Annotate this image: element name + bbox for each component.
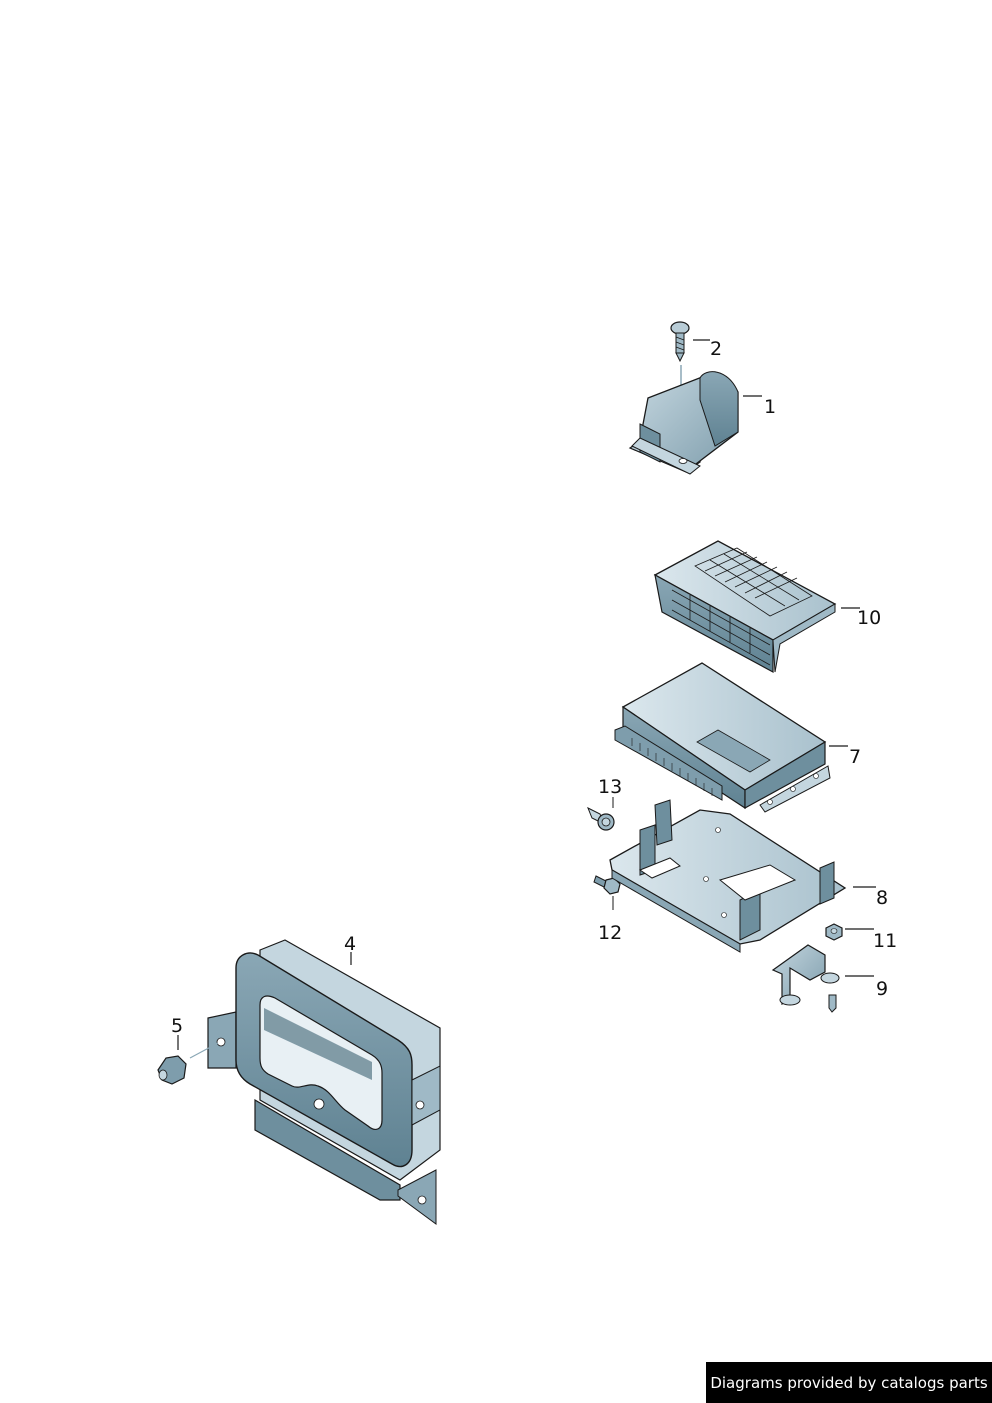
credit-badge: Diagrams provided by catalogs parts: [706, 1362, 992, 1403]
part-4-control-unit: [207, 939, 441, 1225]
callout-4: 4: [344, 933, 357, 955]
callout-5: 5: [171, 1015, 184, 1037]
credit-text: Diagrams provided by catalogs parts: [710, 1373, 988, 1392]
callout-11: 11: [873, 930, 898, 952]
part-1-sensor-module: [628, 371, 739, 475]
part-12-bolt: [593, 875, 621, 910]
callout-12: 12: [598, 922, 623, 944]
part-8-bracket-plate: [609, 799, 847, 953]
part-11-nut: [825, 923, 843, 941]
callout-1: 1: [764, 396, 777, 418]
leader-lines: [177, 339, 876, 1050]
callout-2: 2: [710, 338, 723, 360]
callout-7: 7: [849, 746, 862, 768]
callout-8: 8: [876, 887, 889, 909]
callout-9: 9: [876, 978, 889, 1000]
part-7-control-unit: [614, 662, 831, 813]
part-5-nut: [157, 1042, 219, 1085]
callout-13: 13: [598, 776, 623, 798]
part-10-cover: [653, 540, 837, 674]
callout-10: 10: [857, 607, 882, 629]
part-9-small-bracket: [771, 944, 840, 1013]
part-13-clip: [587, 797, 615, 831]
